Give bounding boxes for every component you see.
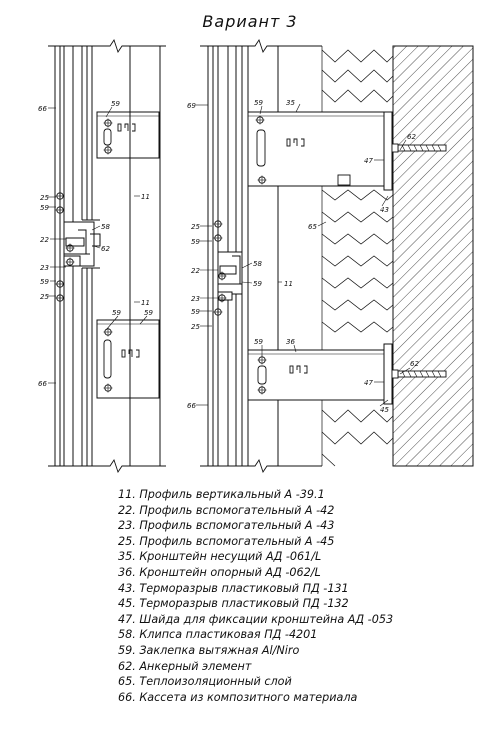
concrete-wall xyxy=(392,45,474,467)
legend-item: 65. Теплоизоляционный слой xyxy=(118,675,292,689)
callout-69: 69 xyxy=(187,102,196,110)
callout-35: 35 xyxy=(286,99,295,107)
drawing-title: Вариант 3 xyxy=(202,12,298,31)
callout-59: 59 xyxy=(191,238,200,246)
callout-62: 62 xyxy=(101,245,110,253)
callout-25: 25 xyxy=(40,293,49,301)
callout-62: 62 xyxy=(410,360,419,368)
callout-66: 66 xyxy=(187,402,196,410)
callout-22: 22 xyxy=(40,236,49,244)
legend-item: 47. Шайда для фиксации кронштейна АД -05… xyxy=(118,612,394,626)
callout-23: 23 xyxy=(191,295,200,303)
callout-25: 25 xyxy=(191,323,200,331)
section-drawing: 66 59 11 25 59 22 58 62 23 59 25 11 59 5… xyxy=(38,38,474,474)
legend-item: 25. Профиль вспомогательный А -45 xyxy=(118,534,335,548)
callout-59: 59 xyxy=(191,308,200,316)
left-lower-bracket xyxy=(96,319,160,399)
right-section: 69 59 35 62 47 43 65 25 59 22 58 59 11 2… xyxy=(187,38,474,474)
callout-59: 59 xyxy=(111,100,120,108)
callout-58: 58 xyxy=(101,223,110,231)
legend-item: 43. Терморазрыв пластиковый ПД -131 xyxy=(118,581,349,595)
legend-item: 62. Анкерный элемент xyxy=(118,659,252,673)
callout-23: 23 xyxy=(40,264,49,272)
callout-66: 66 xyxy=(38,380,47,388)
legend-item: 35. Кронштейн несущий АД -061/L xyxy=(118,550,322,564)
callout-22: 22 xyxy=(191,267,200,275)
bracket-35 xyxy=(247,111,447,191)
insulation-65 xyxy=(321,46,394,467)
parts-legend: 11. Профиль вертикальный А -39.1 22. Про… xyxy=(118,487,488,705)
left-joint xyxy=(63,219,101,269)
callout-62: 62 xyxy=(407,133,416,141)
callout-59: 59 xyxy=(112,309,121,317)
legend-item: 36. Кронштейн опорный АД -062/L xyxy=(118,565,321,579)
callout-47: 47 xyxy=(364,157,373,165)
callout-25: 25 xyxy=(40,194,49,202)
callout-11: 11 xyxy=(141,299,150,307)
legend-item: 23. Профиль вспомогательный А -43 xyxy=(118,519,335,533)
callout-59: 59 xyxy=(40,278,49,286)
callout-59: 59 xyxy=(144,309,153,317)
legend-item: 45. Терморазрыв пластиковый ПД -132 xyxy=(118,597,349,611)
callout-36: 36 xyxy=(286,338,295,346)
callout-59: 59 xyxy=(254,338,263,346)
legend-item: 59. Заклепка вытяжная Al/Niro xyxy=(118,643,300,657)
legend-item: 66. Кассета из композитного материала xyxy=(118,690,358,704)
legend-item: 11. Профиль вертикальный А -39.1 xyxy=(118,488,325,501)
callout-11: 11 xyxy=(141,193,150,201)
callout-59: 59 xyxy=(40,204,49,212)
callout-59: 59 xyxy=(254,99,263,107)
callout-59: 59 xyxy=(253,280,262,288)
right-callouts: 69 59 35 62 47 43 65 25 59 22 58 59 11 2… xyxy=(187,99,419,414)
callout-65: 65 xyxy=(308,223,317,231)
legend-item: 58. Клипса пластиковая ПД -4201 xyxy=(118,628,318,642)
callout-66: 66 xyxy=(38,105,47,113)
callout-25: 25 xyxy=(191,223,200,231)
callout-47: 47 xyxy=(364,379,373,387)
callout-43: 43 xyxy=(380,206,389,214)
bracket-36 xyxy=(247,343,447,405)
left-elevation: 66 59 11 25 59 22 58 62 23 59 25 11 59 5… xyxy=(38,38,166,474)
legend-item: 22. Профиль вспомогательный А -42 xyxy=(118,503,335,517)
callout-58: 58 xyxy=(253,260,262,268)
callout-45: 45 xyxy=(380,406,389,414)
left-callouts: 66 59 11 25 59 22 58 62 23 59 25 11 59 5… xyxy=(38,100,153,388)
left-upper-bracket xyxy=(96,111,160,159)
callout-11: 11 xyxy=(284,280,293,288)
